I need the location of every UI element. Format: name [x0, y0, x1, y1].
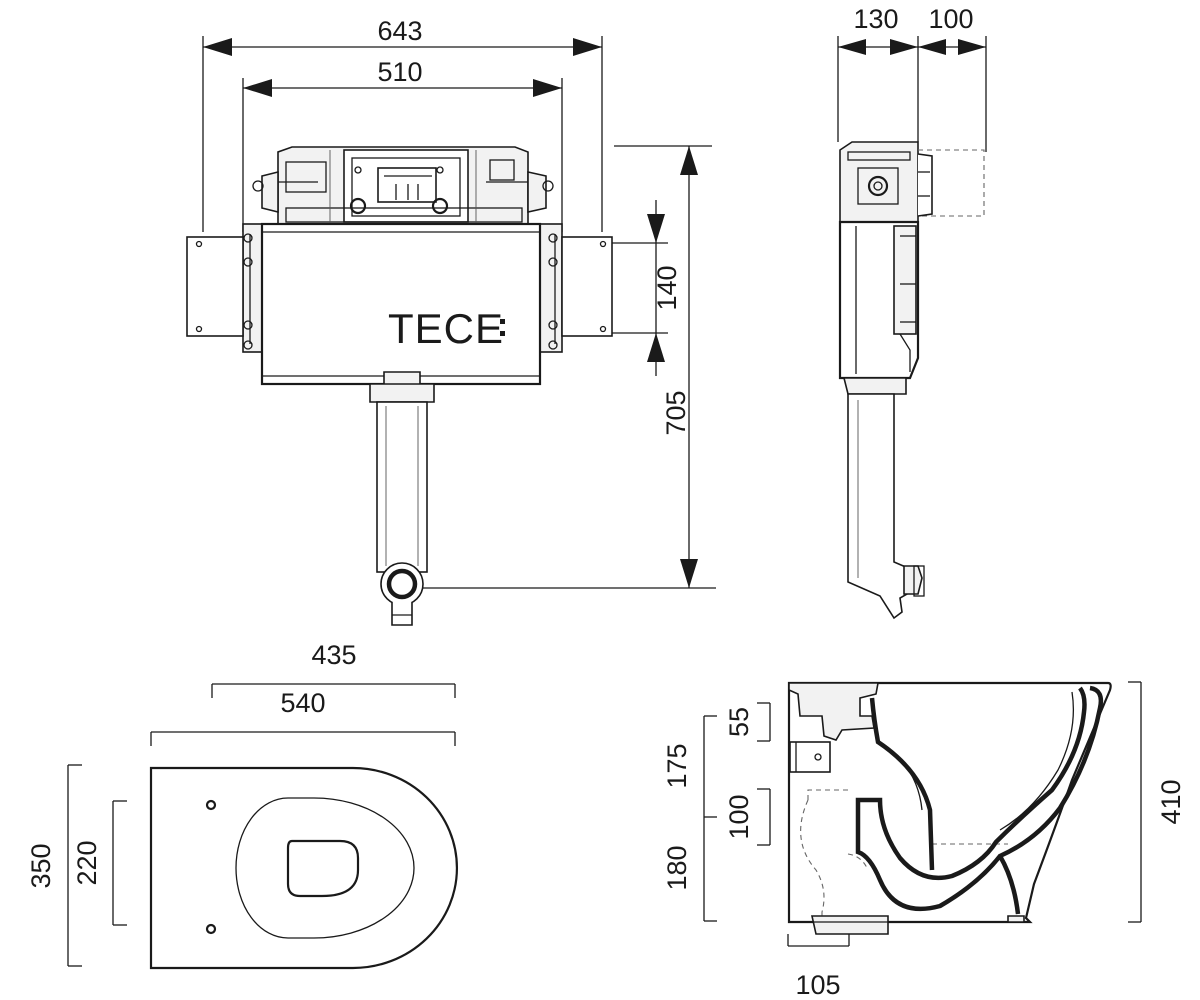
dim-label-seat-length: 435 [311, 640, 356, 670]
cistern-front-view: 643 510 [186, 16, 716, 626]
dim-label-overall-height: 410 [1156, 779, 1186, 824]
cistern-side-view: 130 100 [837, 4, 987, 620]
dimension-seat-length: 435 [211, 640, 456, 698]
dim-label-inlet-offset: 175 [662, 743, 692, 788]
mounting-bracket-right [561, 236, 613, 337]
cistern-top-housing [252, 146, 554, 229]
dim-label-total-height: 705 [661, 390, 691, 435]
dimension-fixing-spacing: 220 [72, 800, 127, 926]
tece-logo: TECE [388, 305, 504, 352]
dimension-outlet-height: 100 [724, 788, 771, 846]
dimension-inlet-height: 55 [724, 702, 771, 742]
dim-label-outlet-offset: 180 [662, 845, 692, 890]
mounting-bracket-left [186, 236, 244, 337]
cistern-flush-pipe [369, 371, 435, 626]
dim-label-overall-width: 350 [26, 843, 56, 888]
pan-side-view: 410 55 100 175 180 [662, 681, 1186, 1000]
pan-top-view: 435 540 350 220 [26, 640, 459, 970]
pan-top-outline [149, 766, 459, 970]
cistern-side-body [838, 141, 985, 620]
dimension-frame-width: 510 [242, 57, 563, 232]
dim-label-outlet-height: 100 [724, 794, 754, 839]
dimension-overall-width: 643 [202, 16, 603, 232]
dimension-overall-height: 410 [1128, 681, 1186, 923]
dim-label-inlet-height: 55 [724, 707, 754, 737]
dimension-depth: 130 100 [837, 4, 987, 152]
dim-label-overall-width: 643 [377, 16, 422, 46]
dim-label-outlet-projection: 105 [795, 970, 840, 1000]
cistern-body: TECE [260, 222, 542, 386]
dimension-overall-length: 540 [150, 688, 456, 746]
dim-label-frame-width: 510 [377, 57, 422, 87]
dimension-outlet-projection: 105 [787, 934, 850, 1000]
dimension-total-height: 705 [423, 145, 716, 589]
dim-label-depth: 130 [853, 4, 898, 34]
dim-label-fixing-spacing: 220 [72, 840, 102, 885]
dimension-bracket-height: 140 [612, 200, 682, 376]
dim-label-bracket-height: 140 [652, 265, 682, 310]
pan-side-section [787, 681, 1112, 935]
dim-label-overall-length: 540 [280, 688, 325, 718]
dimension-overall-width: 350 [26, 764, 82, 967]
dimension-inlet-offset: 175 180 [662, 715, 717, 922]
dim-label-offset: 100 [928, 4, 973, 34]
